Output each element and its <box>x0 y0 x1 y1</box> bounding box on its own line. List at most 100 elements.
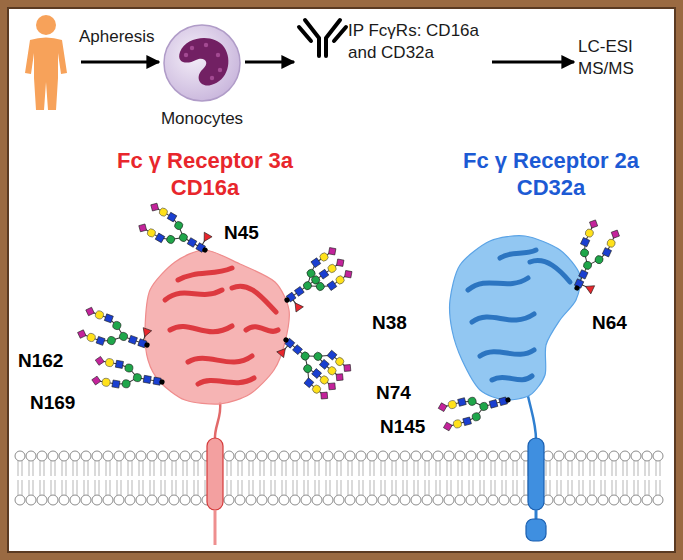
lipid-head <box>180 451 190 461</box>
galactose-circle <box>101 378 110 387</box>
lipid-tail <box>62 461 63 476</box>
lipid-head <box>576 495 586 505</box>
glcnac-square <box>293 345 303 355</box>
lipid-tail <box>161 480 162 495</box>
lipid-tail <box>242 480 243 495</box>
lipid-tail <box>297 461 298 476</box>
lipid-tail <box>473 480 474 495</box>
sialic-diamond <box>137 222 149 234</box>
lipid-tail <box>22 461 23 476</box>
mannose-circle <box>124 363 133 372</box>
lipid-head <box>466 495 476 505</box>
lipid-tail <box>205 461 206 476</box>
sialic-diamond <box>334 256 347 269</box>
lipid-tail <box>205 480 206 495</box>
fucose-triangle <box>277 346 289 358</box>
galactose-circle <box>334 356 345 367</box>
lipid-tail <box>480 461 481 476</box>
lipid-tail <box>623 480 624 495</box>
lipid-head <box>279 451 289 461</box>
lipid-tail <box>238 480 239 495</box>
lipid-tail <box>649 461 650 476</box>
lipid-tail <box>590 461 591 476</box>
lipid-head <box>279 495 289 505</box>
cd16a-ribbon <box>232 286 276 312</box>
sialic-diamond <box>437 402 448 413</box>
lipid-head <box>345 495 355 505</box>
lipid-head <box>510 495 520 505</box>
lipid-tail <box>40 461 41 476</box>
sialic-diamond <box>588 218 600 230</box>
lipid-tail <box>128 480 129 495</box>
lipid-tail <box>370 480 371 495</box>
lipid-tail <box>601 480 602 495</box>
lipid-head <box>191 451 201 461</box>
lipid-tail <box>95 461 96 476</box>
lipid-head <box>620 451 630 461</box>
lipid-tail <box>605 461 606 476</box>
lipid-head <box>158 495 168 505</box>
lipid-head <box>37 451 47 461</box>
lipid-tail <box>187 461 188 476</box>
lipid-tail <box>308 480 309 495</box>
glcnac-square <box>104 314 113 323</box>
lipid-head <box>224 451 234 461</box>
galactose-circle <box>94 310 104 320</box>
lipid-head <box>92 495 102 505</box>
lipid-head <box>114 495 124 505</box>
lipid-head <box>323 451 333 461</box>
lipid-head <box>565 451 575 461</box>
lipid-tail <box>264 461 265 476</box>
cd16a-tail <box>214 510 217 545</box>
lipid-tail <box>341 480 342 495</box>
nucleus-spot <box>210 76 214 80</box>
lipid-tail <box>392 461 393 476</box>
lipid-tail <box>451 480 452 495</box>
attachment-dot <box>144 342 151 349</box>
lipid-head <box>488 451 498 461</box>
lipid-head <box>631 451 641 461</box>
lipid-head <box>334 451 344 461</box>
lipid-tail <box>198 461 199 476</box>
mannose-circle <box>471 412 481 422</box>
lipid-head <box>191 495 201 505</box>
lipid-head <box>158 451 168 461</box>
lipid-tail <box>616 480 617 495</box>
lipid-head <box>290 495 300 505</box>
lipid-head <box>499 451 509 461</box>
lipid-head <box>26 495 36 505</box>
process-step: Monocytes <box>163 24 241 102</box>
receptor-heading: CD32a <box>517 175 585 200</box>
mannose-circle <box>112 320 122 330</box>
lipid-tail <box>260 480 261 495</box>
lipid-tail <box>176 461 177 476</box>
lipid-head <box>180 495 190 505</box>
lipid-head <box>224 495 234 505</box>
lipid-head <box>312 451 322 461</box>
lipid-head <box>422 495 432 505</box>
antibody-light-chain <box>299 27 311 41</box>
fucose-triangle <box>200 232 212 243</box>
galactose-circle <box>318 251 329 262</box>
lipid-tail <box>117 461 118 476</box>
lipid-head <box>631 495 641 505</box>
glcnac-square <box>602 248 611 257</box>
lipid-tail <box>286 461 287 476</box>
lipid-tail <box>227 480 228 495</box>
lipid-tail <box>51 461 52 476</box>
lipid-head <box>378 495 388 505</box>
lipid-head <box>356 495 366 505</box>
lipid-tail <box>99 480 100 495</box>
lipid-tail <box>293 461 294 476</box>
lipid-tail <box>359 480 360 495</box>
lipid-tail <box>568 461 569 476</box>
lipid-tail <box>634 480 635 495</box>
galactose-circle <box>447 400 457 410</box>
flow-arrow <box>81 61 159 64</box>
sialic-diamond <box>318 389 331 402</box>
lipid-tail <box>616 461 617 476</box>
lipid-tail <box>282 461 283 476</box>
lipid-tail <box>40 480 41 495</box>
lipid-head <box>257 495 267 505</box>
lipid-head <box>356 451 366 461</box>
